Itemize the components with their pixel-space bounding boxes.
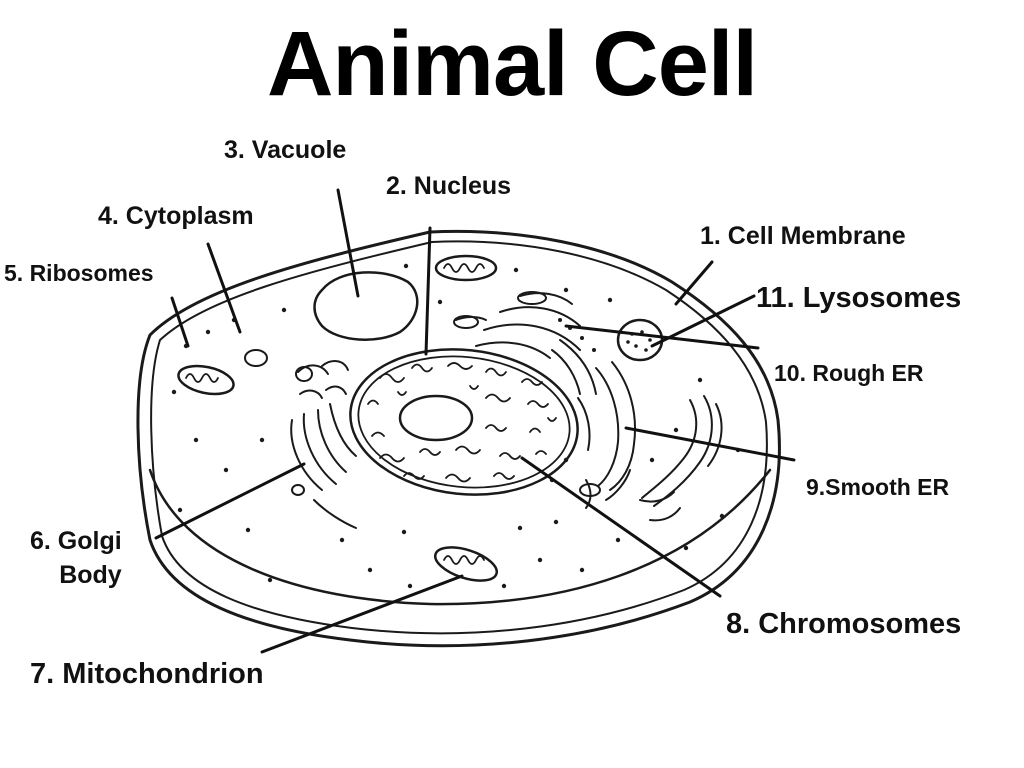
label-cell-membrane: 1. Cell Membrane: [700, 222, 906, 250]
label-chromosomes: 8. Chromosomes: [726, 608, 962, 640]
lysosome: [616, 318, 664, 362]
chromosomes: [367, 362, 557, 483]
nuclear-envelope-outer: [349, 348, 579, 496]
cell-rim: [148, 468, 772, 606]
nuclear-envelope-inner: [357, 355, 571, 489]
leader-cytoplasm: [206, 242, 242, 334]
leader-rough-er: [564, 324, 760, 350]
label-golgi-body: 6. Golgi Body: [30, 524, 122, 592]
right-er-stack: [639, 395, 723, 522]
vacuole: [313, 271, 419, 341]
label-rough-er: 10. Rough ER: [774, 360, 924, 386]
label-vacuole: 3. Vacuole: [224, 136, 347, 164]
leader-smooth-er: [624, 426, 796, 462]
leader-mitochondrion: [260, 574, 464, 654]
nucleolus: [398, 394, 474, 442]
cell-membrane-inner: [150, 240, 768, 635]
vesicles: [244, 291, 601, 497]
label-ribosomes: 5. Ribosomes: [4, 260, 154, 286]
leader-cell-membrane: [674, 260, 714, 306]
label-cytoplasm: 4. Cytoplasm: [98, 202, 254, 230]
label-golgi-line2: Body: [59, 561, 122, 589]
label-golgi-line1: 6. Golgi: [30, 527, 122, 555]
label-lysosomes: 11. Lysosomes: [756, 282, 962, 314]
label-mitochondrion: 7. Mitochondrion: [30, 658, 264, 690]
page-title: Animal Cell: [266, 13, 758, 115]
smooth-er: [577, 361, 636, 509]
cell-membrane-outer: [136, 229, 781, 648]
rough-er: [455, 292, 597, 395]
mitochondrion-top: [434, 254, 498, 282]
leader-nucleus: [424, 226, 432, 356]
leader-lysosomes: [650, 294, 756, 348]
leader-ribosomes: [170, 296, 190, 348]
label-nucleus: 2. Nucleus: [386, 172, 512, 200]
mitochondrion-bottom: [434, 546, 498, 582]
leader-chromosomes: [520, 456, 722, 598]
mitochondrion-left: [177, 364, 235, 396]
golgi-body: [290, 360, 357, 529]
leader-golgi: [154, 462, 306, 540]
leader-vacuole: [336, 188, 360, 298]
label-smooth-er: 9.Smooth ER: [806, 474, 950, 500]
leader-lines: [154, 188, 796, 654]
cytoplasm-ribosomes: [171, 263, 741, 589]
